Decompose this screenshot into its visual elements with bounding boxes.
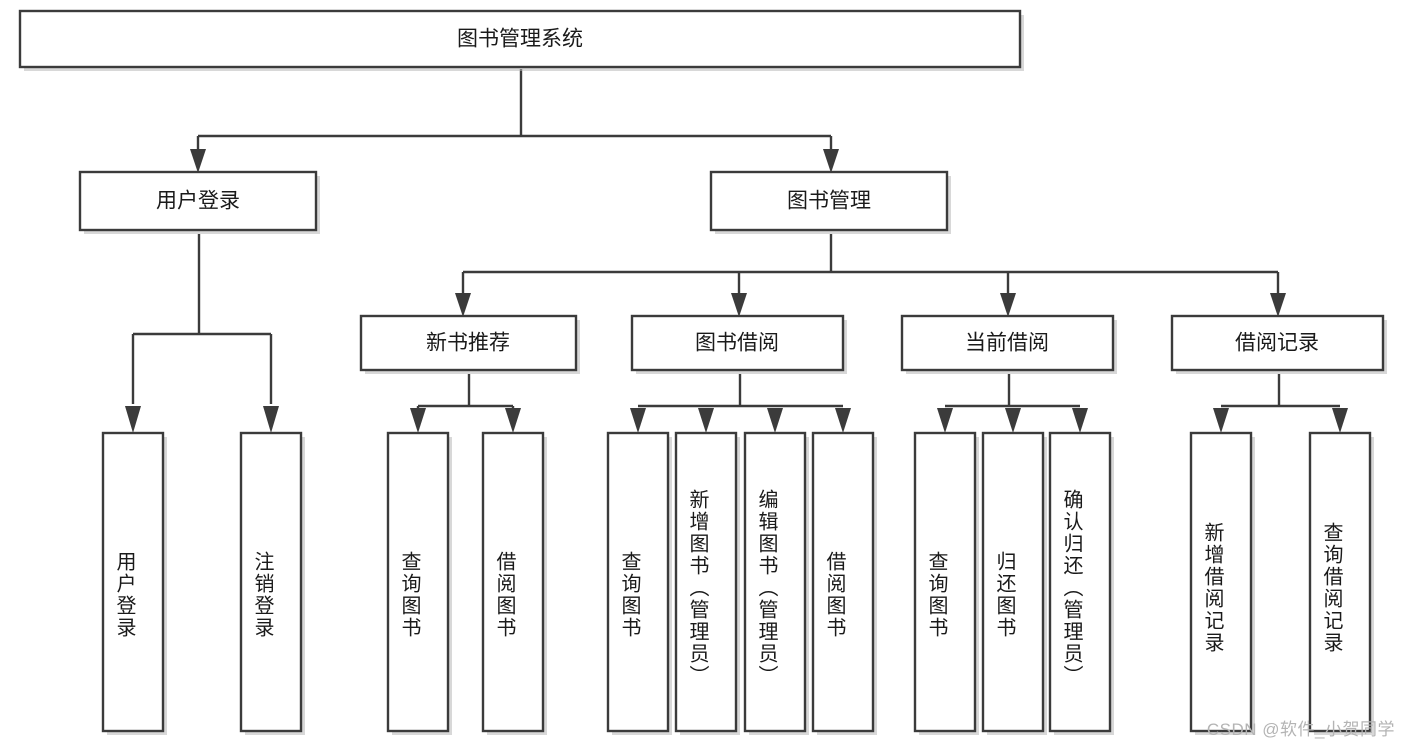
leaf-box-cb-2[interactable] bbox=[981, 431, 1045, 733]
node-label-book-borrow: 图书借阅 bbox=[695, 332, 779, 355]
arrow-ul-l2 bbox=[263, 406, 279, 433]
connector-group-bookborrow bbox=[630, 374, 851, 433]
node-label-borrow-record: 借阅记录 bbox=[1235, 332, 1319, 355]
node-label-user-login: 用户登录 bbox=[156, 190, 240, 213]
arrow-bb-l3 bbox=[767, 408, 783, 433]
leaf-box-bb-3[interactable] bbox=[743, 431, 807, 733]
connector-group-bookmgmt bbox=[455, 234, 1286, 317]
arrow-br-l1 bbox=[1213, 408, 1229, 433]
arrow-root-to-bookmgmt bbox=[823, 149, 839, 173]
arrow-bm-c2 bbox=[731, 293, 747, 317]
leaf-box-bb-2[interactable] bbox=[674, 431, 738, 733]
root-node-label: 图书管理系统 bbox=[457, 28, 583, 51]
arrow-ul-l1 bbox=[125, 406, 141, 433]
arrow-bb-l4 bbox=[835, 408, 851, 433]
arrow-br-l2 bbox=[1332, 408, 1348, 433]
node-label-new-book: 新书推荐 bbox=[426, 332, 510, 355]
arrow-bb-l1 bbox=[630, 408, 646, 433]
arrow-root-to-userlogin bbox=[190, 149, 206, 173]
node-box-book-borrow[interactable] bbox=[630, 314, 845, 372]
node-label-book-management: 图书管理 bbox=[787, 190, 871, 213]
leaf-box-bb-1[interactable] bbox=[606, 431, 670, 733]
node-box-new-book[interactable] bbox=[359, 314, 578, 372]
leaf-box-nb-1[interactable] bbox=[386, 431, 450, 733]
leaf-box-br-1[interactable] bbox=[1189, 431, 1253, 733]
connector-group-root bbox=[190, 69, 839, 173]
arrow-nb-l2 bbox=[505, 408, 521, 433]
leaf-box-bb-4[interactable] bbox=[811, 431, 875, 733]
leaf-box-br-2[interactable] bbox=[1308, 431, 1372, 733]
node-box-user-login[interactable] bbox=[78, 170, 318, 232]
leaf-box-ul-1[interactable] bbox=[101, 431, 165, 733]
leaf-box-cb-3[interactable] bbox=[1048, 431, 1112, 733]
root-node-box[interactable] bbox=[18, 9, 1022, 69]
connector-group-userlogin bbox=[125, 234, 279, 433]
arrow-bm-c4 bbox=[1270, 293, 1286, 317]
arrow-cb-l2 bbox=[1005, 408, 1021, 433]
arrow-bm-c3 bbox=[1000, 293, 1016, 317]
node-box-borrow-record[interactable] bbox=[1170, 314, 1385, 372]
connector-group-newbook bbox=[410, 374, 521, 433]
arrow-bb-l2 bbox=[698, 408, 714, 433]
node-box-current-borrow[interactable] bbox=[900, 314, 1115, 372]
leaf-box-ul-2[interactable] bbox=[239, 431, 303, 733]
arrow-bm-c1 bbox=[455, 293, 471, 317]
node-label-current-borrow: 当前借阅 bbox=[965, 332, 1049, 355]
leaf-box-cb-1[interactable] bbox=[913, 431, 977, 733]
arrow-cb-l3 bbox=[1072, 408, 1088, 433]
leaf-box-nb-2[interactable] bbox=[481, 431, 545, 733]
connector-group-borrowrecord bbox=[1213, 374, 1348, 433]
csdn-watermark: CSDN @软件_小贺同学 bbox=[1206, 720, 1395, 739]
arrow-cb-l1 bbox=[937, 408, 953, 433]
arrow-nb-l1 bbox=[410, 408, 426, 433]
node-box-book-management[interactable] bbox=[709, 170, 949, 232]
connector-group-currentborrow bbox=[937, 374, 1088, 433]
